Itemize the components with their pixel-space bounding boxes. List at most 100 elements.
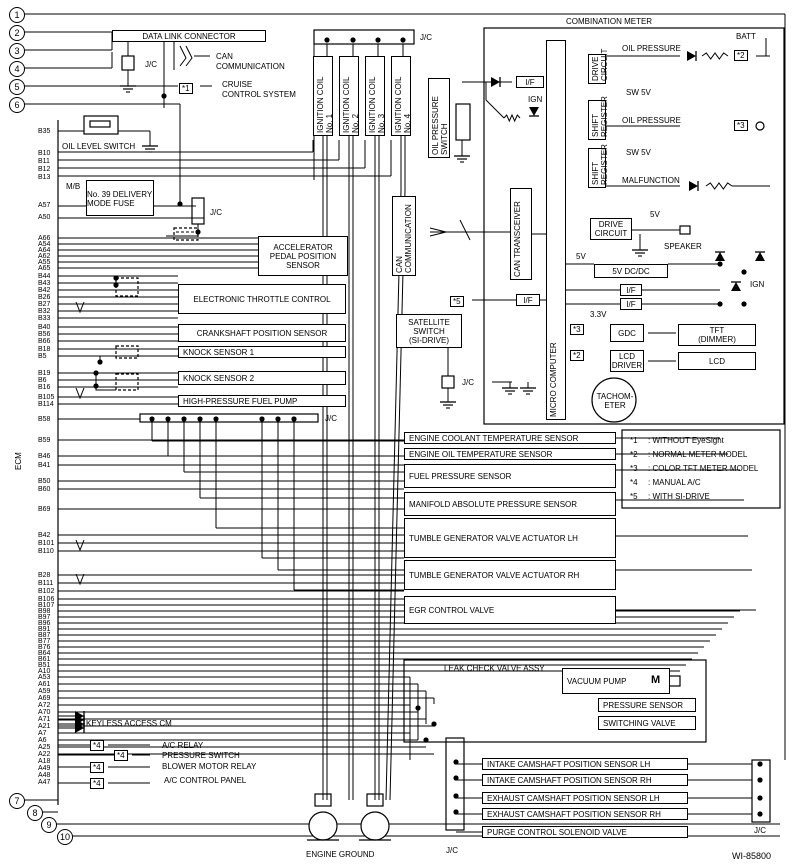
drive-circuit-vertical-text: DRIVE — [591, 56, 600, 81]
shift-register-1-text: REGISTER — [600, 96, 609, 137]
pin-label: B97 — [38, 614, 51, 621]
wire — [705, 182, 733, 190]
pin-label: A47 — [38, 779, 51, 786]
pin-label: A22 — [38, 751, 51, 758]
wire — [75, 539, 85, 552]
pin-label: A7 — [38, 730, 47, 737]
interface-box: I/F — [620, 298, 642, 310]
junction-dot — [757, 795, 763, 801]
pin-label: B111 — [38, 580, 54, 587]
pin-label: B33 — [38, 315, 51, 322]
without-eyesight-marker: *1 — [179, 83, 193, 94]
switch-contact — [89, 120, 111, 128]
pin-label: B87 — [38, 632, 51, 639]
junction-dot — [717, 261, 723, 267]
junction-dot — [291, 416, 297, 422]
diode-symbol — [687, 51, 696, 61]
can-comm-label: COMMUNICATION — [216, 62, 285, 71]
wire-number-8: 8 — [27, 805, 43, 821]
junction-dot — [181, 416, 187, 422]
tft-display-line: (DIMMER) — [698, 335, 736, 344]
pin-label: B56 — [38, 331, 51, 338]
terminal — [755, 121, 765, 131]
junction-dot — [259, 416, 265, 422]
satellite-switch-line: (SI-DRIVE) — [409, 335, 449, 345]
intake-camshaft-rh: INTAKE CAMSHAFT POSITION SENSOR RH — [482, 774, 688, 786]
pin-label: B61 — [38, 656, 51, 663]
diode-symbol — [715, 252, 725, 261]
pin-label: B50 — [38, 478, 51, 485]
legend-text: : COLOR TFT METER MODEL — [648, 464, 759, 473]
jc-box — [191, 197, 205, 225]
color-tft-marker: *3 — [570, 324, 584, 335]
pin-label: B76 — [38, 644, 51, 651]
pin-label: B11 — [38, 158, 50, 165]
micro-computer: MICRO COMPUTER — [546, 40, 566, 420]
ground-terminal — [314, 793, 332, 807]
junction-dot — [350, 37, 356, 43]
pin-label: A66 — [38, 235, 51, 242]
wire — [503, 113, 521, 123]
junction-dot — [757, 761, 763, 767]
manual-ac-marker: *4 — [90, 778, 104, 789]
pin-label: B102 — [38, 588, 55, 595]
wire — [99, 355, 116, 362]
pin-label: B60 — [38, 486, 51, 493]
speaker — [679, 225, 691, 235]
pin-label: A57 — [38, 202, 51, 209]
accelerator-pedal-position-sensor-line: ACCELERATOR — [273, 242, 333, 252]
can-label: CAN — [216, 52, 233, 61]
wire-number-9: 9 — [41, 817, 57, 833]
junction-dot — [113, 275, 119, 281]
pin-label: A72 — [38, 702, 51, 709]
pin-label: B42 — [38, 287, 51, 294]
junction-dot — [453, 793, 459, 799]
junction-dot — [177, 201, 183, 207]
pin-label: B32 — [38, 308, 51, 315]
junction-dot — [213, 416, 219, 422]
legend-key: *1 — [630, 436, 638, 445]
jc-bar — [139, 413, 319, 423]
wire — [75, 387, 85, 400]
fuse-label: No. 39 DELIVERY — [87, 189, 153, 199]
ignition-coil-2-text: IGNITION COIL — [342, 76, 351, 133]
junction-dot — [165, 416, 171, 422]
interface-box: I/F — [516, 76, 544, 88]
electronic-throttle-control: ELECTRONIC THROTTLE CONTROL — [178, 284, 346, 314]
pin-label: B5 — [38, 353, 47, 360]
junction-dot — [113, 282, 119, 288]
oil-pressure-switch — [455, 103, 471, 141]
pin-label: B114 — [38, 401, 54, 408]
tachometer — [591, 377, 637, 423]
pin-label: B105 — [38, 394, 55, 401]
data-link-connector: DATA LINK CONNECTOR — [112, 30, 266, 42]
5v-label: 5V — [650, 210, 660, 219]
oil-pressure-switch-label-box-text: OIL PRESSURE — [431, 96, 440, 155]
junction-dot — [757, 811, 763, 817]
pin-label: B16 — [38, 384, 51, 391]
knock-sensor-1: KNOCK SENSOR 1 — [178, 346, 346, 358]
manifold-absolute-pressure-sensor: MANIFOLD ABSOLUTE PRESSURE SENSOR — [404, 492, 616, 516]
pin-label: B69 — [38, 506, 51, 513]
can-communication-label-text: COMMUNICATION — [404, 204, 413, 273]
wire-number-3: 3 — [9, 43, 25, 59]
pin-label: A59 — [38, 688, 51, 695]
pin-label: B12 — [38, 166, 51, 173]
legend-key: *5 — [630, 492, 638, 501]
wire-number-10: 10 — [57, 829, 73, 845]
batt-label: BATT — [736, 32, 756, 41]
blower-motor-relay-label: BLOWER MOTOR RELAY — [162, 762, 257, 771]
ignition-coil-4-text: No. 4 — [403, 113, 412, 133]
junction-dot — [757, 777, 763, 783]
oil-level-switch — [83, 115, 119, 135]
legend-key: *2 — [630, 450, 638, 459]
shift-register-1-text: SHIFT — [591, 113, 600, 137]
tumble-generator-valve-lh: TUMBLE GENERATOR VALVE ACTUATOR LH — [404, 518, 616, 558]
junction-dot — [741, 269, 747, 275]
lcd-display: LCD — [678, 352, 756, 370]
